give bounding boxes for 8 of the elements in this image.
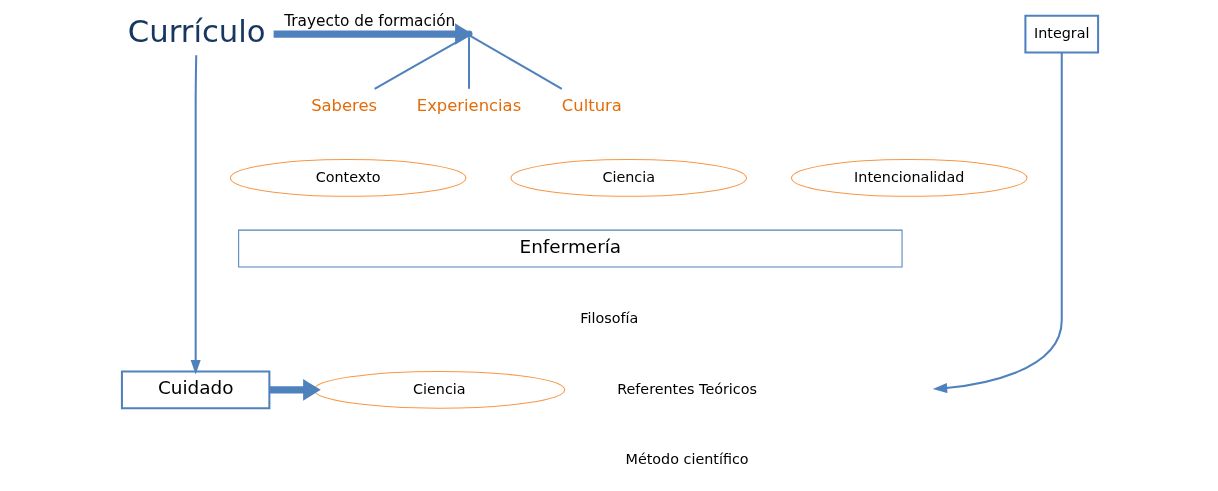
label: Referentes Teóricos [617,380,757,397]
label: Método científico [625,450,749,467]
node-text: Cultura [561,95,622,115]
edge-label: Trayecto de formación [284,11,456,30]
node-text: Experiencias [416,95,522,115]
node-text: Currículo [127,12,266,49]
node-text: Saberes [311,95,378,115]
label: Filosofía [580,309,639,326]
